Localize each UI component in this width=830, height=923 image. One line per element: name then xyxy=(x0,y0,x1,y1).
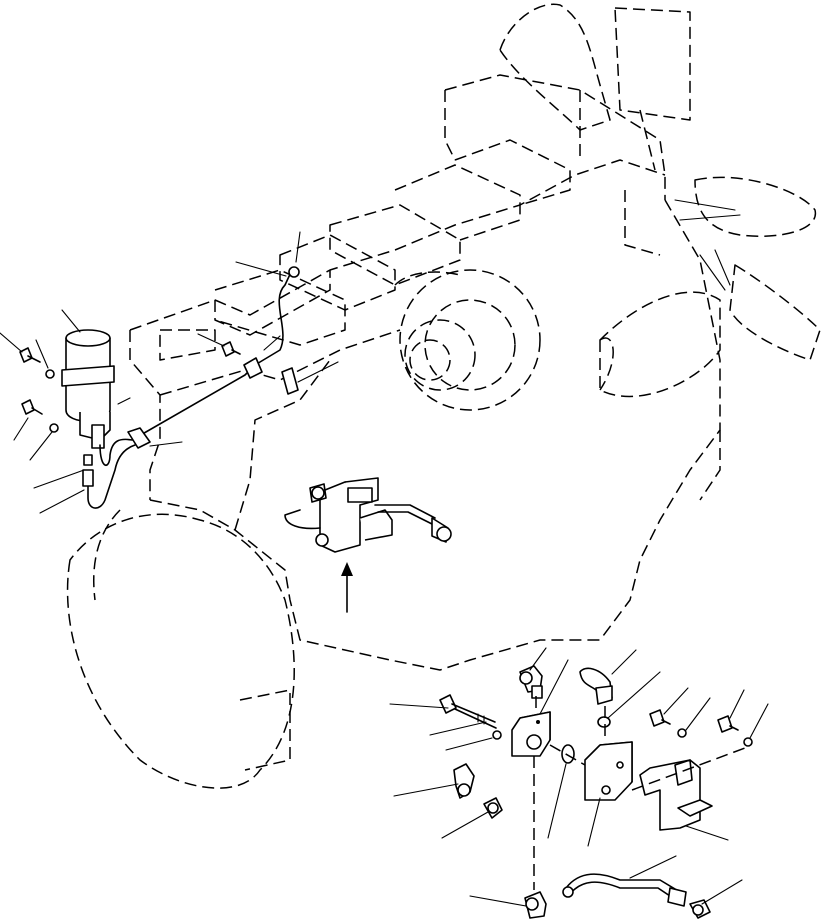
fuel-hose-lower xyxy=(87,444,136,509)
tube-nut xyxy=(689,899,711,919)
assembly-centerlines xyxy=(533,696,746,890)
elbow-fitting-with-nut xyxy=(579,667,613,705)
fuel-filter-canister xyxy=(61,329,115,449)
mounting-bolt xyxy=(21,399,43,415)
elbow-fitting xyxy=(519,665,543,699)
filter-head-block xyxy=(584,741,633,801)
elbow-fitting-bottom xyxy=(524,891,547,919)
washer xyxy=(492,730,502,740)
washer xyxy=(743,737,753,747)
manifold-block xyxy=(511,711,551,757)
mounting-bolt xyxy=(221,341,241,357)
valve-assembly xyxy=(284,477,452,613)
mounting-bolt xyxy=(649,709,671,727)
hose-nipple xyxy=(453,763,475,799)
washer xyxy=(677,728,687,738)
fuel-tube xyxy=(562,873,687,907)
long-bolt xyxy=(439,694,497,729)
fuel-hose xyxy=(99,269,293,466)
hose-end-fitting xyxy=(288,266,300,278)
mounting-bolt xyxy=(19,347,41,363)
mounting-bracket xyxy=(639,759,713,831)
leader-lines-lower xyxy=(389,647,769,907)
hose-clamp xyxy=(243,357,263,379)
hose-clamp xyxy=(127,427,151,449)
o-ring xyxy=(597,716,611,728)
hose-clamp xyxy=(281,367,299,395)
plug xyxy=(483,797,503,819)
washer xyxy=(45,369,55,379)
o-ring xyxy=(561,744,575,764)
hose-fitting xyxy=(82,469,94,487)
hose-fitting xyxy=(83,454,93,466)
leader-lines xyxy=(0,231,339,514)
washer xyxy=(49,423,59,433)
engine-block-outline xyxy=(66,3,821,789)
mounting-bolt xyxy=(717,715,739,733)
